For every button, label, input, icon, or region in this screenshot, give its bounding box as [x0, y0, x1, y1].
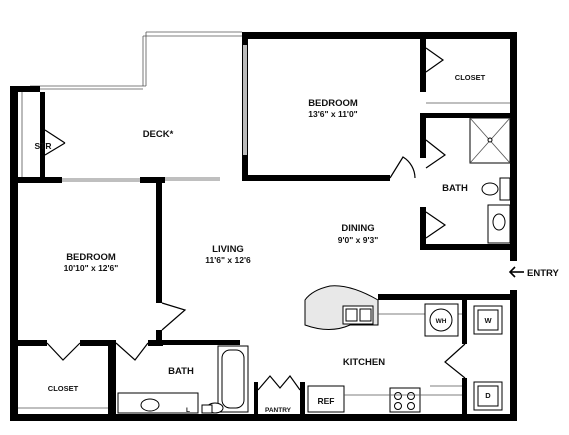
bedroom-2-name: BEDROOM — [66, 252, 116, 263]
bedroom-1-size: 13'6" x 11'0" — [308, 109, 357, 119]
linen-label: L — [186, 407, 190, 414]
arrow-left-icon — [508, 266, 524, 278]
kitchen-name: KITCHEN — [343, 357, 385, 368]
windows — [62, 45, 247, 182]
walls — [10, 32, 517, 421]
fixtures — [18, 92, 511, 414]
entry-marker: ENTRY — [508, 266, 560, 279]
doors — [44, 47, 466, 391]
bedroom-1-name: BEDROOM — [308, 98, 358, 109]
living-name: LIVING — [212, 244, 244, 255]
dining-size: 9'0" x 9'3" — [338, 235, 378, 245]
closet-1-name: CLOSET — [455, 73, 486, 82]
fixture-labels: REF WH W D L — [186, 316, 492, 414]
bedroom-2-size: 10'10" x 12'6" — [64, 263, 119, 273]
room-labels: BEDROOM 13'6" x 11'0" BEDROOM 10'10" x 1… — [35, 73, 486, 414]
entry-label: ENTRY — [527, 268, 560, 279]
water-heater-label: WH — [436, 318, 447, 325]
deck-railing — [30, 31, 242, 90]
deck-name: DECK* — [143, 129, 174, 140]
bath-2-name: BATH — [168, 366, 194, 377]
refrigerator-label: REF — [318, 396, 335, 406]
bath-1-name: BATH — [442, 183, 468, 194]
dryer-label: D — [485, 391, 491, 400]
washer-label: W — [484, 316, 492, 325]
pantry-name: PANTRY — [265, 407, 292, 414]
closet-2-name: CLOSET — [48, 384, 79, 393]
living-size: 11'6" x 12'6 — [205, 255, 251, 265]
storage-name: STR — [35, 141, 52, 151]
dining-name: DINING — [341, 223, 374, 234]
